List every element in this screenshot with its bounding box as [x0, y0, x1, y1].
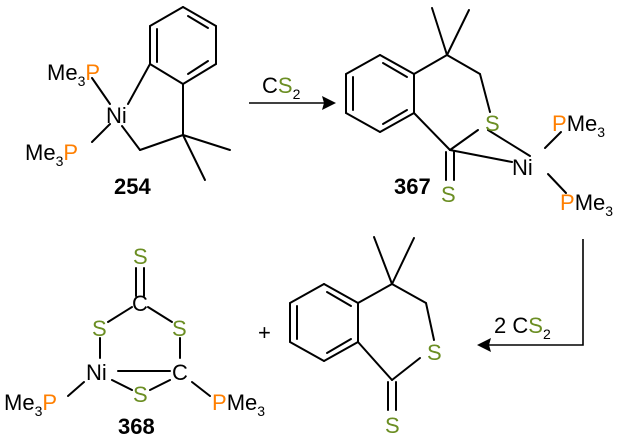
compound-367-thiopyran-ring	[413, 7, 491, 151]
compound-367-benzene-ring	[345, 54, 415, 133]
compound-368-central-carbon: C	[132, 291, 148, 316]
compound-368-pme3-left: Me3P	[4, 390, 57, 419]
arrow-step-2-reagent: 2 CS2	[494, 313, 551, 342]
compound-367-label: 367	[394, 174, 431, 199]
product-benzene-ring	[289, 283, 359, 362]
compound-367-c-ni-bond	[449, 149, 513, 163]
plus-sign: +	[258, 320, 271, 345]
compound-254: Ni Me3P Me3P 254	[25, 6, 231, 199]
compound-367-thione-sulfur: S	[441, 182, 456, 207]
compound-368-exo-sulfur: S	[133, 244, 148, 269]
compound-367-ni-p-bond-top	[544, 131, 562, 149]
compound-368-ring-carbon: C	[172, 360, 188, 385]
compound-368-label: 368	[118, 414, 155, 439]
compound-367-s-ni-bond	[487, 129, 531, 157]
compound-367-pme3-top: PMe3	[552, 111, 605, 140]
compound-254-nickel-atom: Ni	[106, 103, 127, 128]
compound-254-ni-p-bond-bottom	[91, 123, 111, 143]
compound-368: S C S S Ni S C Me3P PMe3 368	[4, 244, 265, 439]
compound-254-metallacycle	[121, 63, 231, 181]
compound-367: S S Ni PMe3 PMe3 367	[345, 7, 613, 219]
compound-254-label: 254	[114, 174, 151, 199]
arrow-step-2: 2 CS2	[477, 239, 584, 352]
compound-product-thione: S S	[289, 236, 442, 438]
compound-254-benzene-ring	[149, 6, 217, 85]
compound-368-pme3-right: PMe3	[212, 390, 265, 419]
compound-254-pme3-top: Me3P	[47, 60, 100, 89]
compound-254-pme3-bottom: Me3P	[25, 140, 78, 169]
compound-367-ni-p-bond-bottom	[547, 173, 567, 194]
arrow-step-1-reagent: CS2	[262, 73, 301, 102]
compound-368-sulfur-right: S	[172, 316, 187, 341]
compound-368-nickel-atom: Ni	[86, 360, 107, 385]
product-ring-sulfur: S	[427, 340, 442, 365]
compound-367-ring-sulfur: S	[485, 111, 500, 136]
compound-368-bridging-sulfur: S	[133, 382, 148, 407]
compound-254-ni-p-bond-top	[91, 77, 111, 105]
product-thiopyran-ring	[357, 236, 435, 381]
compound-367-nickel-atom: Ni	[512, 155, 533, 180]
compound-367-pme3-bottom: PMe3	[560, 190, 613, 219]
arrow-step-1: CS2	[249, 73, 336, 110]
compound-368-sulfur-left: S	[92, 316, 107, 341]
product-thione-sulfur: S	[385, 413, 400, 438]
